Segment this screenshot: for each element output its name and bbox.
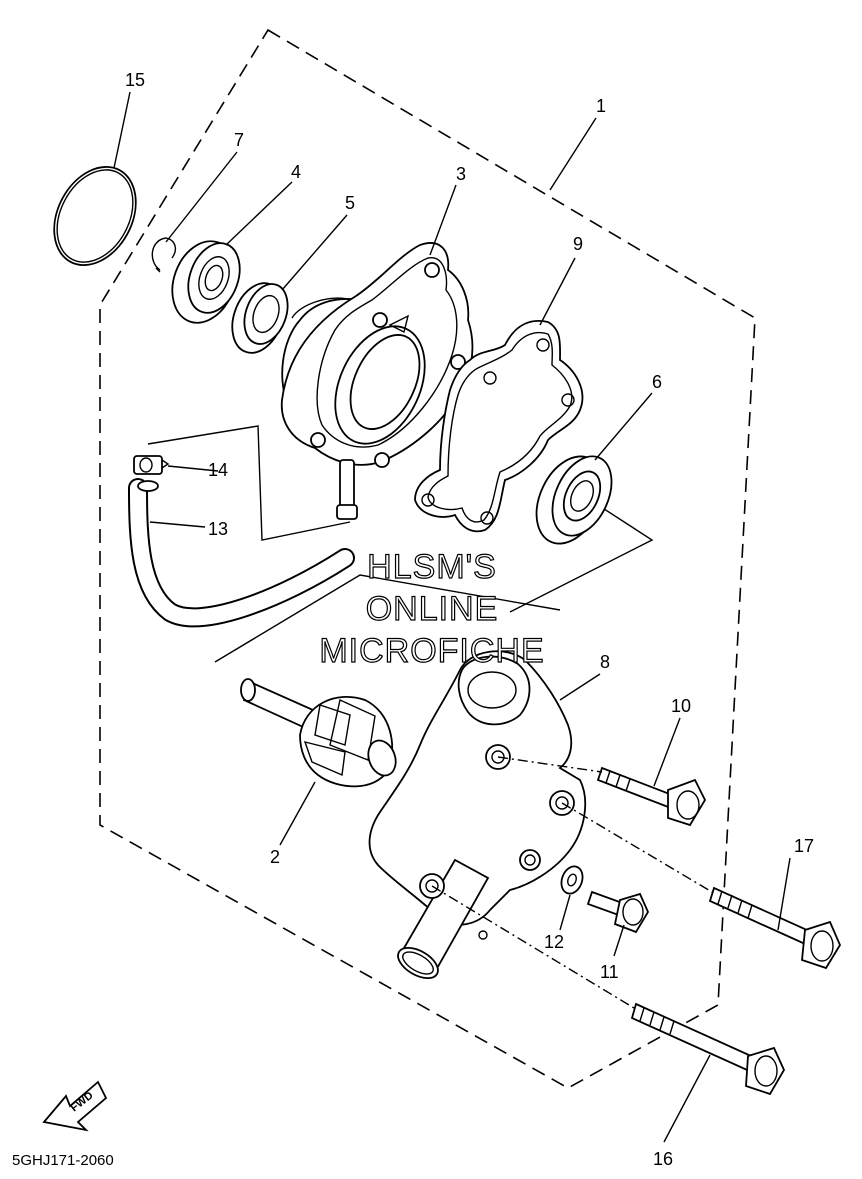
bolt-10-part[interactable] xyxy=(596,766,707,827)
catalog-code: 5GHJ171-2060 xyxy=(12,1152,114,1169)
callout-1: 1 xyxy=(596,96,606,116)
callout-17: 17 xyxy=(794,836,814,856)
washer-part[interactable] xyxy=(558,863,586,896)
callout-leaders xyxy=(113,91,791,1143)
bolt-17-part[interactable] xyxy=(708,886,842,970)
callout-5: 5 xyxy=(345,193,355,213)
callout-12: 12 xyxy=(544,932,564,952)
o-ring-part[interactable] xyxy=(38,153,152,280)
callout-8: 8 xyxy=(600,652,610,672)
hose-clamp-part[interactable] xyxy=(133,455,170,475)
seal-routing-line xyxy=(509,504,654,613)
bolt-11-part[interactable] xyxy=(586,890,650,934)
callout-13: 13 xyxy=(208,519,228,539)
watermark-line-3: MICROFICHE xyxy=(319,632,544,670)
hose-part[interactable] xyxy=(128,478,355,628)
pump-cover-part[interactable] xyxy=(368,650,587,984)
impeller-routing-line xyxy=(214,574,561,663)
watermark-line-2: ONLINE xyxy=(366,590,499,628)
circlip-part[interactable] xyxy=(151,237,177,273)
callout-3: 3 xyxy=(456,164,466,184)
oil-seal-part[interactable] xyxy=(223,276,295,360)
bolt-10-axis xyxy=(497,756,603,773)
callout-10: 10 xyxy=(671,696,691,716)
callout-11: 11 xyxy=(600,962,619,982)
callout-16: 16 xyxy=(653,1149,673,1169)
forward-direction-icon: FWD xyxy=(42,1080,108,1132)
callout-14: 14 xyxy=(208,460,228,480)
impeller-part[interactable] xyxy=(240,678,400,788)
callout-2: 2 xyxy=(270,847,280,867)
callout-7: 7 xyxy=(234,130,244,150)
callout-4: 4 xyxy=(291,162,301,182)
gasket-part[interactable] xyxy=(414,320,584,533)
mechanical-seal-part[interactable] xyxy=(523,446,623,555)
callout-9: 9 xyxy=(573,234,583,254)
bolt-16-part[interactable] xyxy=(630,1002,786,1096)
watermark-line-1: HLSM'S xyxy=(367,548,497,586)
hose-routing-line xyxy=(147,425,351,541)
callout-6: 6 xyxy=(652,372,662,392)
bolt-17-axis xyxy=(561,802,713,893)
callout-15: 15 xyxy=(125,70,145,90)
bearing-part[interactable] xyxy=(161,232,248,331)
